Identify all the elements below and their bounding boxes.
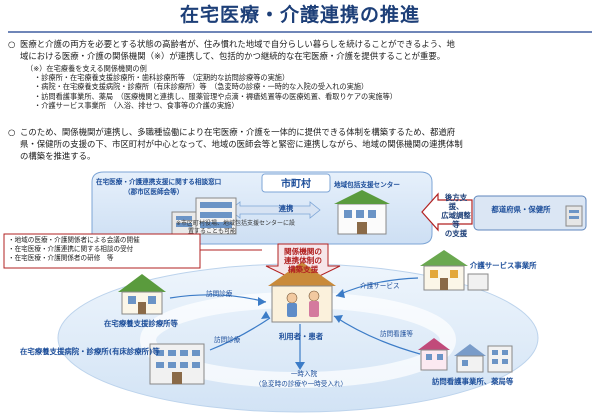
patient-home — [268, 262, 336, 323]
service-arrows — [169, 277, 421, 366]
backup-arrow — [421, 192, 473, 232]
task-item: ・在宅医療・介護連携に関する相談の受付 — [8, 245, 134, 253]
institution-example: ・介護サービス事業所 （入浴、排せつ、食事等の介護の実施） — [34, 100, 239, 110]
location-note-line-2: 置することも可能 — [188, 228, 237, 235]
page-title: 在宅医療・介護連携の推進 — [179, 4, 420, 26]
tasks-list: ・地域の医療・介護関係者による会議の開催 ・在宅医療・介護連携に関する相談の受付… — [8, 236, 140, 263]
location-note-line-1: ※市区町村役場、地域包括支援センターに設 — [176, 220, 296, 227]
municipality-banner — [261, 173, 331, 193]
system-support-text: 関係機関の 連携体制の 構築支援 — [270, 247, 336, 274]
renkei-label: 連携 — [278, 204, 294, 213]
renkei-arrow — [229, 201, 321, 219]
system-support-line-1: 関係機関の — [284, 247, 322, 256]
intro-line-1: 医療と介護の両方を必要とする状態の高齢者が、住み慣れた地域で自分らしい暮らしを続… — [20, 39, 455, 49]
institution-example: ・診療所・在宅療養支援診療所・歯科診療所等 （定期的な訪問診療等の実施） — [34, 73, 290, 83]
tasks-box — [3, 233, 201, 269]
admission-sublabel: （急変時の診療や一時受入れ） — [254, 380, 348, 388]
admission-label: 一時入院 — [290, 370, 318, 378]
institution-examples: （※）在宅療養を支える関係機関の例 ・診療所・在宅療養支援診療所・歯科診療所等 … — [26, 64, 586, 110]
institution-example: ・病院・在宅療養支援病院・診療所（有床診療所）等 （急変時の診療・一時的な入院の… — [34, 82, 369, 92]
paragraph-bullet: ○ — [8, 127, 16, 137]
visit-label-2: 訪問診療 — [214, 336, 241, 344]
clinic-label: 在宅療養支援診療所等 — [104, 319, 178, 328]
hospital-label: 在宅療養支援病院・診療所(有床診療所)等 — [20, 347, 160, 356]
system-support-line-3: 構築支援 — [287, 265, 319, 274]
prefecture-label: 都道府県・保健所 — [491, 205, 551, 214]
home-nursing-houses — [418, 338, 513, 373]
title-divider — [8, 31, 592, 33]
patient-label: 利用者・患者 — [278, 332, 324, 341]
care-service-label: 介護サービス事業所 — [470, 261, 537, 270]
policy-line-2: 県・保健所の支援の下、市区町村が中心となって、地域の医師会等と緊密に連携しながら… — [20, 139, 463, 150]
community-center-label: 地域包括支援センター — [334, 181, 400, 189]
intro-line-2: 域における医療・介護の関係機関（※）が連携して、包括的かつ継続的な在宅医療・介護… — [20, 51, 446, 62]
municipality-label: 市町村 — [281, 179, 311, 190]
home-nursing-label: 訪問看護事業所、薬局等 — [432, 377, 514, 386]
visit-label-1: 訪問診療 — [206, 290, 233, 298]
support-window-label: 在宅医療・介護連携支援に関する相談窓口 — [96, 178, 222, 186]
task-item: ・在宅医療・介護関係者の研修 等 — [8, 254, 114, 262]
community-center-building — [334, 190, 390, 235]
institution-examples-heading: （※）在宅療養を支える関係機関の例 — [26, 64, 147, 73]
care-service-arrow-label: 介護サービス — [360, 282, 400, 290]
backup-support-line-2: 広域調整等 — [441, 211, 471, 229]
paragraph-bullet: ○ — [8, 39, 16, 49]
diagram-canvas — [3, 171, 587, 413]
prefecture-building — [565, 205, 583, 227]
task-item: ・地域の医療・介護関係者による会議の開催 — [8, 236, 140, 244]
policy-paragraph: ○ このため、関係機関が連携し、多職種協働により在宅医療・介護を一体的に提供できる… — [8, 126, 598, 163]
care-service-house — [420, 250, 489, 291]
institution-example: ・訪問看護事業所、薬局 （医療機関と連携し、服薬管理や点滴・褥瘡処置等の医療処置… — [34, 91, 397, 101]
backup-support-text: 後方支援、 広域調整等 の支援 — [438, 193, 474, 238]
intro-paragraph: ○ 医療と介護の両方を必要とする状態の高齢者が、住み慣れた地域で自分らしい暮らしを… — [8, 38, 598, 62]
medical-association-building — [171, 197, 237, 235]
backup-support-line-3: の支援 — [444, 229, 468, 238]
policy-line-3: の構築を推進する。 — [20, 151, 96, 162]
support-window-sublabel: （郡市区医師会等） — [124, 188, 184, 196]
policy-line-1: このため、関係機関が連携し、多職種協働により在宅医療・介護を一体的に提供できる体… — [20, 127, 456, 137]
nursing-arrow-label: 訪問看護等 — [380, 330, 413, 338]
prefecture-box — [473, 195, 587, 231]
service-arrowheads — [258, 289, 345, 370]
hospital-building — [149, 343, 205, 385]
backup-support-line-1: 後方支援、 — [444, 193, 468, 211]
system-support-line-2: 連携体制の — [284, 256, 322, 265]
clinic-house — [118, 274, 166, 315]
